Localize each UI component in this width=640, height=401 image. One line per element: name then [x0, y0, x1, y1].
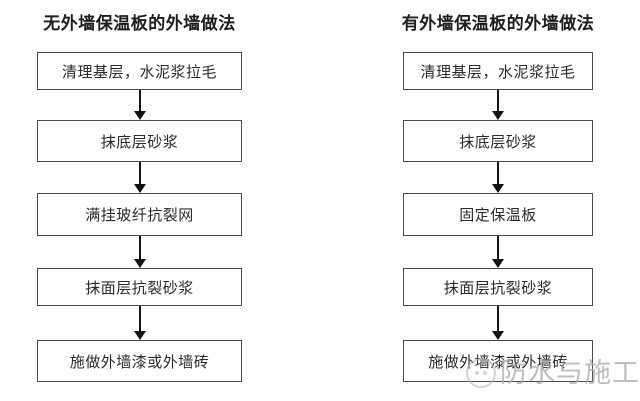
flow-step-box: 施做外墙漆或外墙砖	[37, 340, 242, 382]
flow-step-box: 抹面层抗裂砂浆	[37, 268, 242, 306]
flowchart-no-insulation: 无外墙保温板的外墙做法 清理基层，水泥浆拉毛 抹底层砂浆 满挂玻纤抗裂网 抹面层…	[37, 0, 242, 401]
arrow-down-icon	[492, 90, 504, 120]
arrow-down-icon	[133, 90, 146, 120]
flow-step-box: 清理基层，水泥浆拉毛	[37, 52, 242, 90]
arrow-down-icon	[133, 236, 146, 268]
arrow-down-icon	[133, 306, 146, 340]
flowchart-title-with-insulation: 有外墙保温板的外墙做法	[401, 14, 595, 33]
arrow-down-icon	[492, 162, 504, 193]
arrow-down-icon	[492, 236, 504, 268]
flowchart-with-insulation: 有外墙保温板的外墙做法 清理基层，水泥浆拉毛 抹底层砂浆 固定保温板 抹面层抗裂…	[401, 0, 595, 401]
flow-step-box: 清理基层，水泥浆拉毛	[403, 52, 593, 90]
flow-step-box: 施做外墙漆或外墙砖	[403, 340, 593, 382]
flow-step-box: 固定保温板	[403, 193, 593, 236]
flow-step-box: 抹面层抗裂砂浆	[403, 268, 593, 306]
flow-step-box: 抹底层砂浆	[37, 120, 242, 162]
flowchart-title-no-insulation: 无外墙保温板的外墙做法	[43, 14, 236, 33]
arrow-down-icon	[133, 162, 146, 193]
arrow-down-icon	[492, 306, 504, 340]
flow-step-box: 抹底层砂浆	[403, 120, 593, 162]
flow-step-box: 满挂玻纤抗裂网	[37, 193, 242, 236]
